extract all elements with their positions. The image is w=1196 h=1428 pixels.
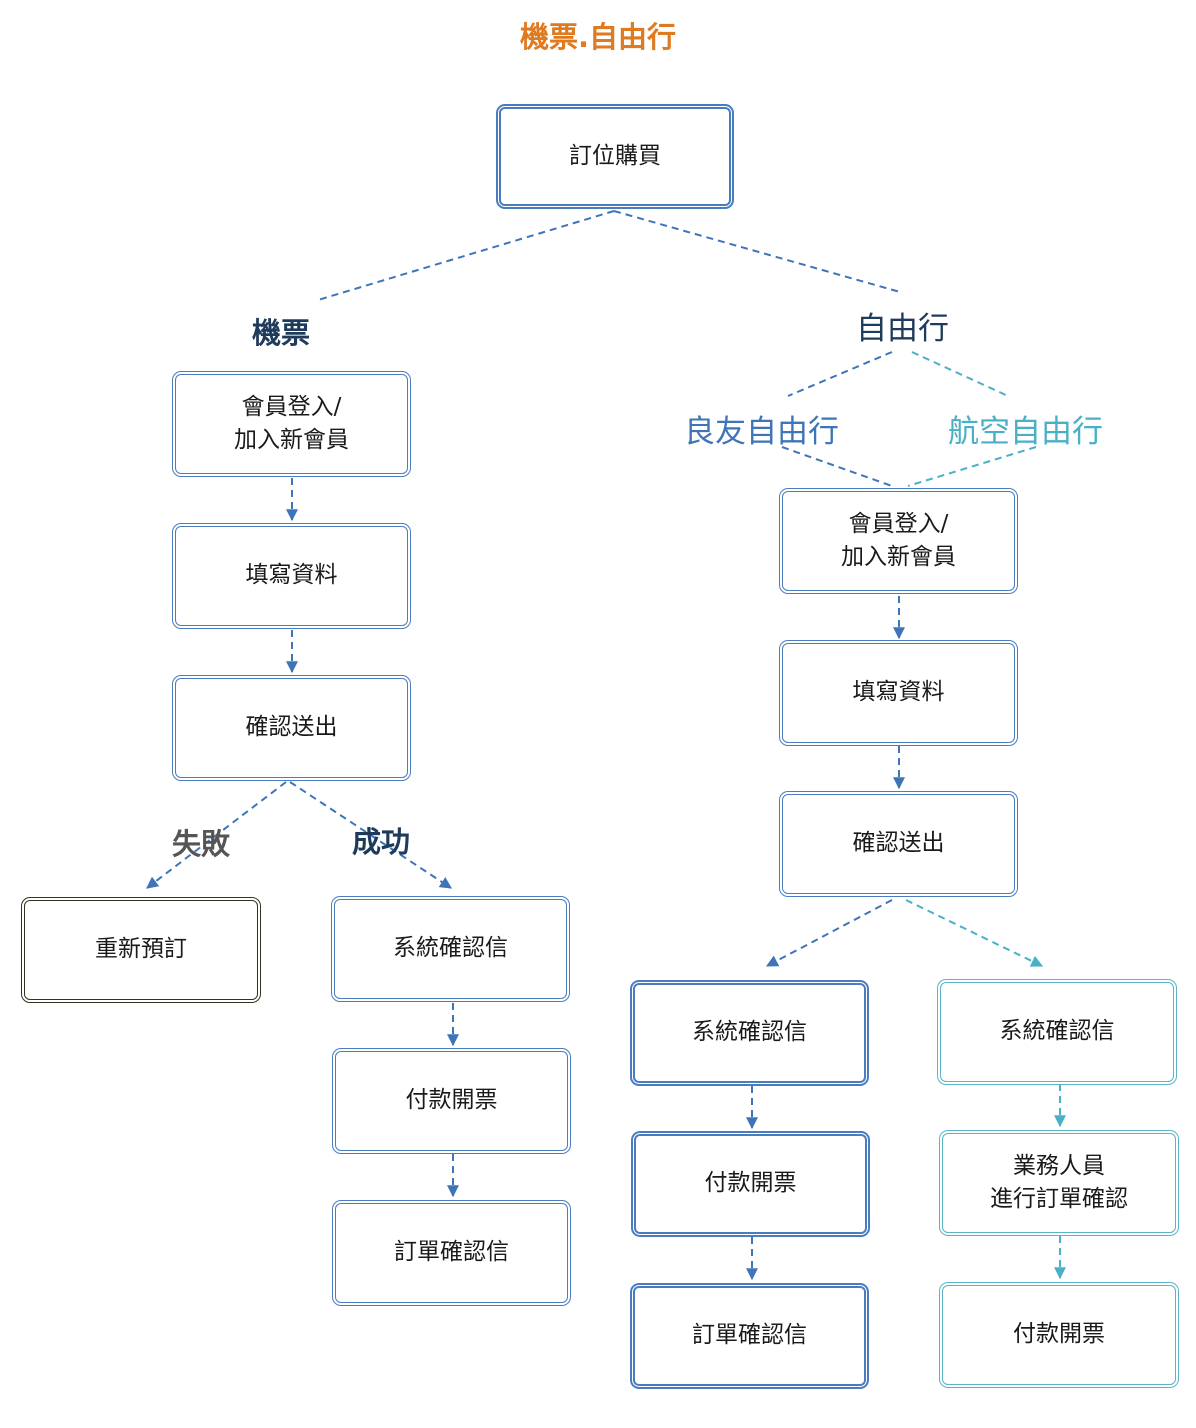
arrow-air-success	[289, 781, 453, 889]
free-travel-label: 自由行	[856, 311, 949, 347]
connector-root-to-air	[317, 210, 615, 301]
air-confirm-box: 確認送出	[172, 675, 411, 781]
air-fill-box: 填寫資料	[172, 523, 411, 629]
liangyou-label: 良友自由行	[684, 414, 839, 450]
air-login-box: 會員登入/ 加入新會員	[172, 371, 411, 477]
liangyou-order-mail-box: 訂單確認信	[630, 1283, 869, 1389]
connector-liangyou-to-login	[781, 446, 893, 487]
liangyou-payment-box: 付款開票	[631, 1131, 870, 1237]
fail-label: 失敗	[172, 827, 231, 861]
air-order-mail-box: 訂單確認信	[332, 1200, 571, 1306]
free-login-box: 會員登入/ 加入新會員	[779, 488, 1018, 594]
air-ticket-label: 機票	[252, 316, 311, 350]
free-fill-box: 填寫資料	[779, 640, 1018, 746]
connector-free-to-airline	[911, 351, 1009, 397]
airline-staff-confirm-box: 業務人員 進行訂單確認	[939, 1130, 1179, 1236]
arrow-free-airline	[905, 899, 1044, 967]
airline-payment-box: 付款開票	[939, 1282, 1179, 1388]
connector-root-to-free	[613, 210, 901, 293]
success-label: 成功	[352, 825, 411, 859]
diagram-title: 機票.自由行	[519, 20, 677, 54]
rebook-box: 重新預訂	[21, 897, 261, 1003]
air-payment-box: 付款開票	[332, 1048, 571, 1154]
free-confirm-box: 確認送出	[779, 791, 1018, 897]
connector-airline-to-login	[907, 446, 1037, 487]
liangyou-system-mail-box: 系統確認信	[630, 980, 869, 1086]
arrow-free-liangyou	[765, 899, 893, 967]
air-system-mail-box: 系統確認信	[331, 896, 570, 1002]
connector-free-to-liangyou	[787, 351, 893, 397]
airline-label: 航空自由行	[948, 414, 1103, 450]
arrow-air-fail	[146, 781, 287, 889]
root-box: 訂位購買	[496, 104, 734, 209]
airline-system-mail-box: 系統確認信	[937, 979, 1177, 1085]
